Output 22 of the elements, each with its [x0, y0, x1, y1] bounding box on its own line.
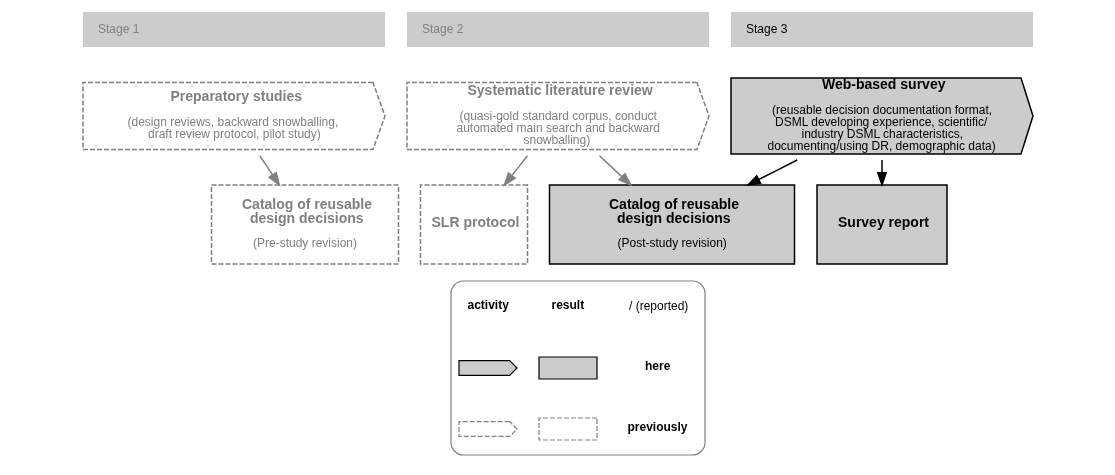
label: activity [467, 298, 509, 313]
node-flag [457, 360, 518, 376]
node-box: Survey report [815, 184, 948, 265]
node-box: Catalog of reusable design decisions (Post-study revision) [548, 184, 795, 265]
node-box: Stage 3 [730, 12, 1033, 47]
arrow [876, 159, 887, 188]
arrow [502, 155, 528, 187]
label: / (reported) [628, 299, 688, 314]
node-box: Catalog of reusable design decisions (Pre-study revision) [210, 184, 399, 265]
node-flag [457, 421, 518, 437]
node-box: Stage 1 [82, 12, 385, 47]
arrow [598, 155, 632, 187]
node-box [537, 356, 598, 380]
node-box [537, 417, 598, 441]
node-box: Stage 2 [406, 12, 709, 47]
cluster [449, 280, 706, 456]
label: result [551, 298, 584, 313]
node-box: SLR protocol [419, 184, 528, 265]
arrow [745, 159, 798, 186]
legend-label: previously [627, 420, 688, 435]
arrow [258, 155, 281, 187]
legend-label: here [644, 359, 670, 374]
